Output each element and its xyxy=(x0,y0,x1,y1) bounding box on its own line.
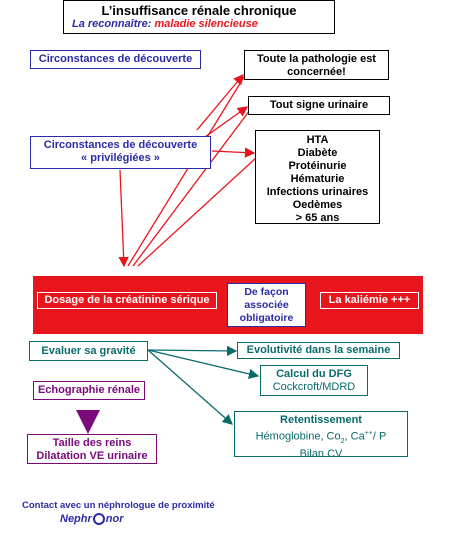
arrow-to-dfg xyxy=(147,349,260,379)
impact-box: Retentissement Hémoglobine, Co2, Ca++/ P… xyxy=(234,411,408,460)
echography-box: Echographie rénale xyxy=(33,381,145,400)
evaluate-severity-box: Evaluer sa gravité xyxy=(29,341,148,361)
associated-box: De façon associée obligatoire xyxy=(227,283,306,327)
arrow-to-impact xyxy=(147,349,233,425)
dfg-box: Calcul du DFG Cockcroft/MDRD xyxy=(260,365,368,396)
echo-result-box: Taille des reins Dilatation VE urinaire xyxy=(27,434,157,464)
risk-list-box: HTA Diabète Protéinurie Hématurie Infect… xyxy=(255,130,380,224)
arrow-to-creatinine-d xyxy=(137,157,257,267)
creatinine-box: Dosage de la créatinine sérique xyxy=(37,292,217,309)
arrow-to-all-pathology xyxy=(196,74,244,131)
privileged-circumstances-box: Circonstances de découverte « privilégié… xyxy=(30,136,211,169)
arrow-to-creatinine-b xyxy=(127,76,245,267)
page-subtitle: La reconnaître: maladie silencieuse xyxy=(72,18,258,30)
title-box: L’insuffisance rénale chronique La recon… xyxy=(63,0,335,34)
impact-line1: Hémoglobine, Co2, Ca++/ P xyxy=(255,430,387,445)
arrow-to-urinary-sign xyxy=(204,106,249,138)
page-title: L’insuffisance rénale chronique xyxy=(101,3,297,18)
logo-circle-icon xyxy=(92,513,105,525)
arrow-to-creatinine-c xyxy=(132,109,251,267)
footer-contact: Contact avec un néphrologue de proximité xyxy=(22,500,215,511)
kalemia-box: La kaliémie +++ xyxy=(320,292,419,309)
discovery-circumstances-box: Circonstances de découverte xyxy=(30,50,201,69)
arrow-to-creatinine-a xyxy=(118,169,129,268)
subtitle-emphasis: maladie silencieuse xyxy=(154,18,258,30)
urinary-sign-box: Tout signe urinaire xyxy=(248,96,390,115)
all-pathology-box: Toute la pathologie est concernée! xyxy=(244,50,389,80)
evolution-box: Evolutivité dans la semaine xyxy=(237,342,400,359)
arrow-to-evolution xyxy=(147,345,238,357)
